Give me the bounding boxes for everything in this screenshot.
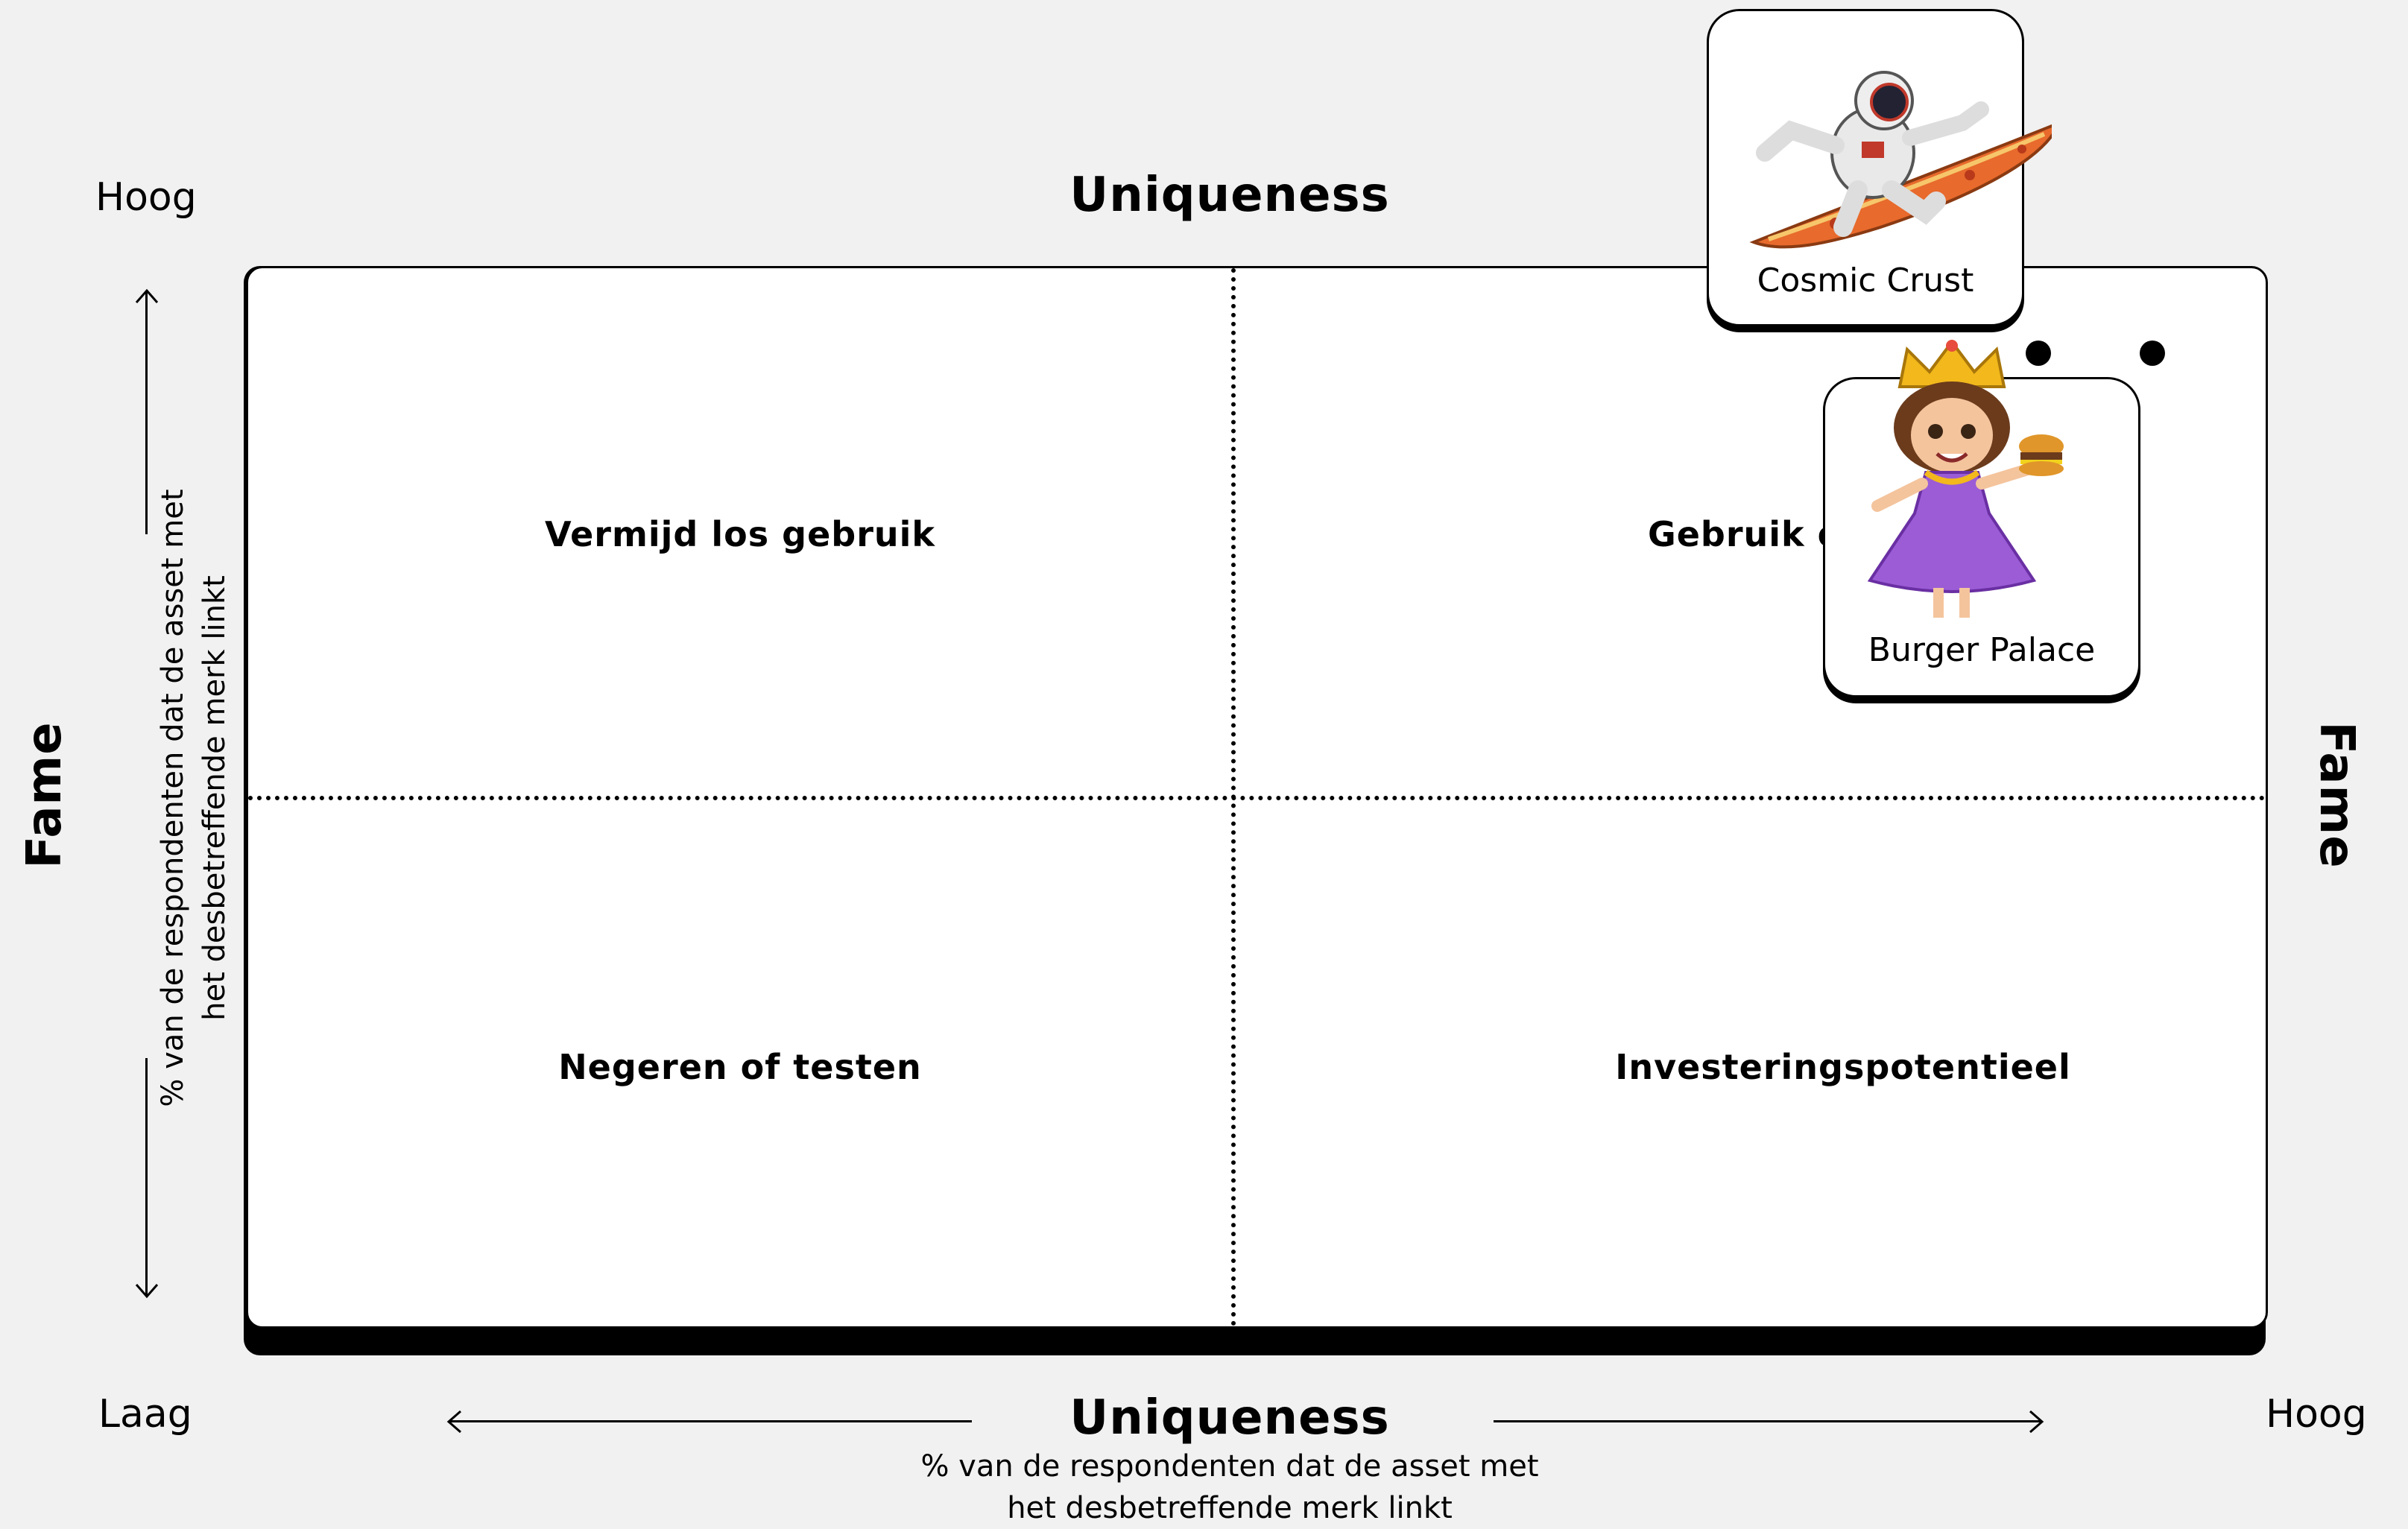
horizontal-divider — [248, 796, 2266, 800]
top-axis-title: Uniqueness — [1069, 168, 1390, 223]
corner-label-low: Laag — [98, 1392, 192, 1437]
left-desc-line-2: het desbetreffende merk linkt — [197, 575, 232, 1021]
quadrant-bottom-right: Investeringspotentieel — [1615, 1047, 2071, 1087]
arrow-left-head-icon — [446, 1410, 461, 1434]
bottom-desc-line-1: % van de respondenten dat de asset met — [920, 1449, 1539, 1484]
left-axis-title: Fame — [17, 721, 72, 869]
data-point-burger-palace — [2140, 341, 2165, 366]
bottom-axis-title: Uniqueness — [1069, 1390, 1390, 1446]
bottom-axis-description: % van de respondenten dat de asset met h… — [857, 1446, 1602, 1529]
card-cosmic-crust[interactable]: Cosmic Crust — [1707, 9, 2052, 326]
data-point-cosmic-crust — [2026, 341, 2051, 366]
quadrant-top-left: Vermijd los gebruik — [545, 514, 935, 554]
arrow-right-head-icon — [2029, 1410, 2044, 1434]
corner-label-high-fame: Hoog — [95, 175, 197, 220]
left-desc-line-1: % van de respondenten dat de asset met — [156, 489, 190, 1107]
astronaut-surfing-pizza-icon — [1749, 71, 2052, 249]
left-arrow-up — [145, 292, 148, 534]
arrow-down-head-icon — [135, 1284, 159, 1299]
left-arrow-down — [145, 1058, 148, 1297]
quadrant-bottom-left: Negeren of testen — [558, 1047, 922, 1087]
right-axis-title: Fame — [2309, 721, 2364, 869]
corner-label-high-uniqueness: Hoog — [2266, 1392, 2367, 1437]
left-axis-description: % van de respondenten dat de asset met h… — [152, 463, 236, 1133]
card-label-burger-palace: Burger Palace — [1868, 631, 2096, 669]
bottom-arrow-left — [450, 1420, 972, 1422]
card-label-cosmic-crust: Cosmic Crust — [1757, 262, 1974, 300]
bottom-desc-line-2: het desbetreffende merk linkt — [1007, 1491, 1453, 1525]
card-burger-palace[interactable]: Burger Palace — [1823, 339, 2140, 697]
princess-with-burger-icon — [1867, 339, 2064, 618]
arrow-up-head-icon — [135, 288, 159, 303]
bottom-arrow-right — [1494, 1420, 2042, 1422]
